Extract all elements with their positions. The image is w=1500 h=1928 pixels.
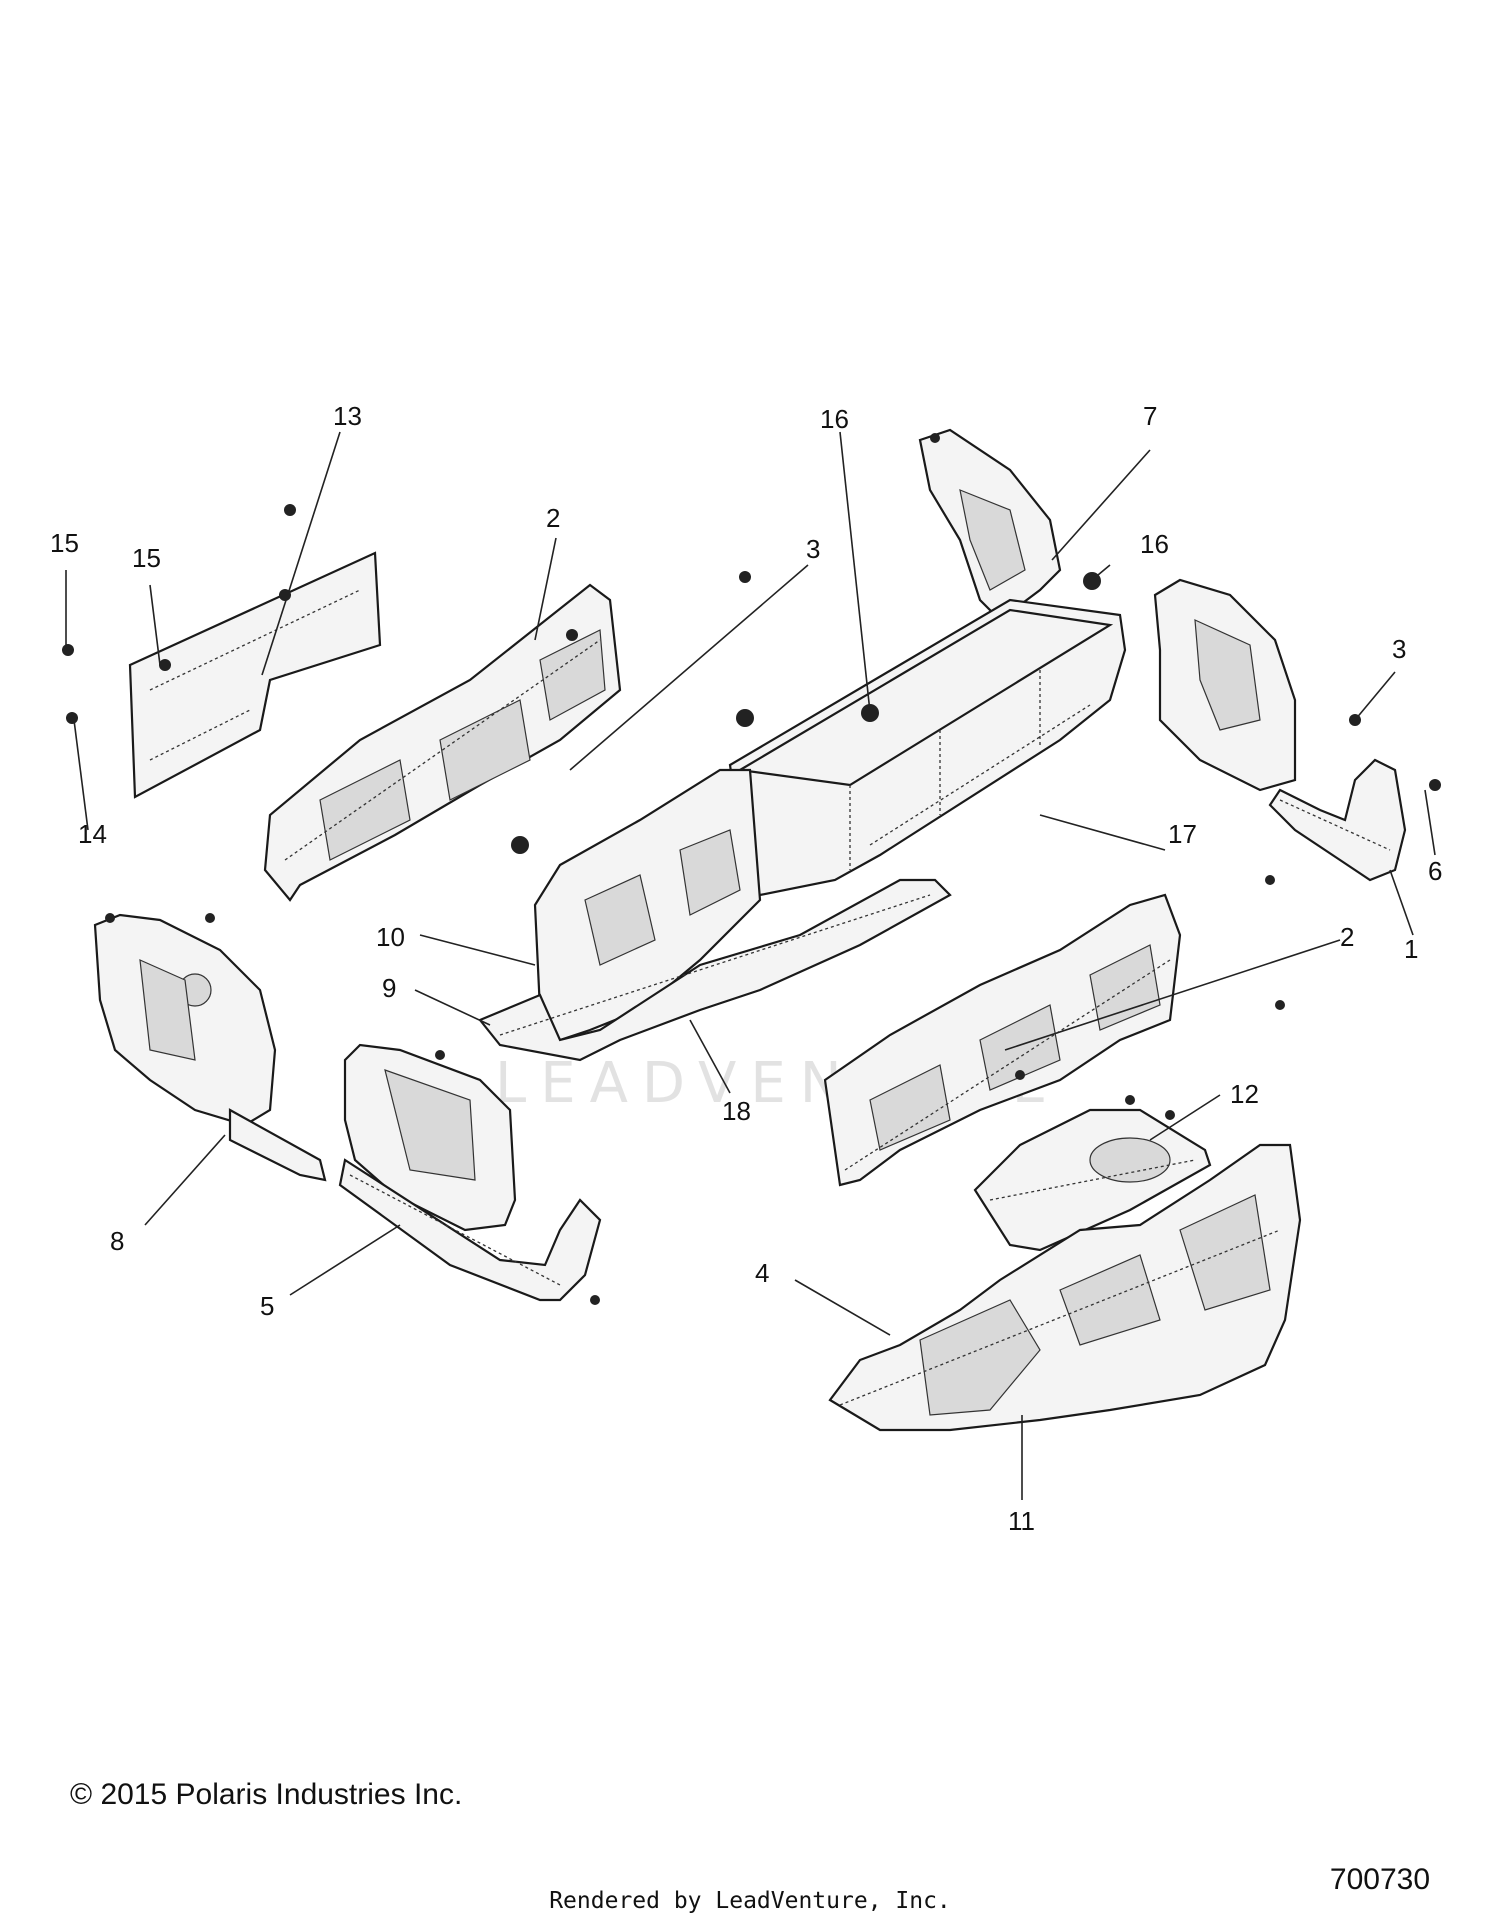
callout-5: 5 <box>260 1291 274 1321</box>
part-8-side-panel <box>93 913 327 1182</box>
part-9-floor-base <box>478 878 952 1062</box>
fasteners <box>62 433 1441 1305</box>
callout-13: 13 <box>333 401 362 431</box>
part-13-panel <box>128 551 382 799</box>
callout-10: 10 <box>376 922 405 952</box>
diagram-number: 700730 <box>1329 1863 1430 1896</box>
callout-4: 4 <box>755 1258 769 1288</box>
callout-2-upper: 2 <box>546 503 560 533</box>
callout-14: 14 <box>78 819 107 849</box>
part-17-storage-box <box>728 598 1127 897</box>
part-10-center-console <box>533 768 762 1042</box>
part-2-upper-panel <box>263 583 622 902</box>
callout-3-right: 3 <box>1392 634 1406 664</box>
part-1-side-panel <box>1153 578 1407 882</box>
callout-17: 17 <box>1168 819 1197 849</box>
callout-labels: 13 16 7 2 3 15 15 16 3 14 17 6 1 10 2 9 … <box>50 401 1442 1536</box>
callout-2-lower: 2 <box>1340 922 1354 952</box>
rendered-by-credit: Rendered by LeadVenture, Inc. <box>549 1888 951 1914</box>
callout-7: 7 <box>1143 401 1157 431</box>
callout-3-center: 3 <box>806 534 820 564</box>
callout-18: 18 <box>722 1096 751 1126</box>
callout-15-left: 15 <box>50 528 79 558</box>
part-2-lower-panel <box>823 893 1182 1187</box>
part-11-floor-assembly <box>828 1143 1302 1432</box>
callout-12: 12 <box>1230 1079 1259 1109</box>
part-12-floor-plate <box>973 1108 1212 1252</box>
leader-lines <box>65 431 1436 1500</box>
callout-6: 6 <box>1428 856 1442 886</box>
callout-1: 1 <box>1404 934 1418 964</box>
callout-16-right: 16 <box>1140 529 1169 559</box>
callout-16-top: 16 <box>820 404 849 434</box>
callout-11: 11 <box>1008 1506 1035 1536</box>
callout-8: 8 <box>110 1226 124 1256</box>
callout-15-inner: 15 <box>132 543 161 573</box>
part-5-side-panel <box>338 1043 602 1302</box>
copyright-notice: © 2015 Polaris Industries Inc. <box>70 1778 463 1811</box>
part-7-side-panel <box>918 428 1062 622</box>
callout-9: 9 <box>382 973 396 1003</box>
